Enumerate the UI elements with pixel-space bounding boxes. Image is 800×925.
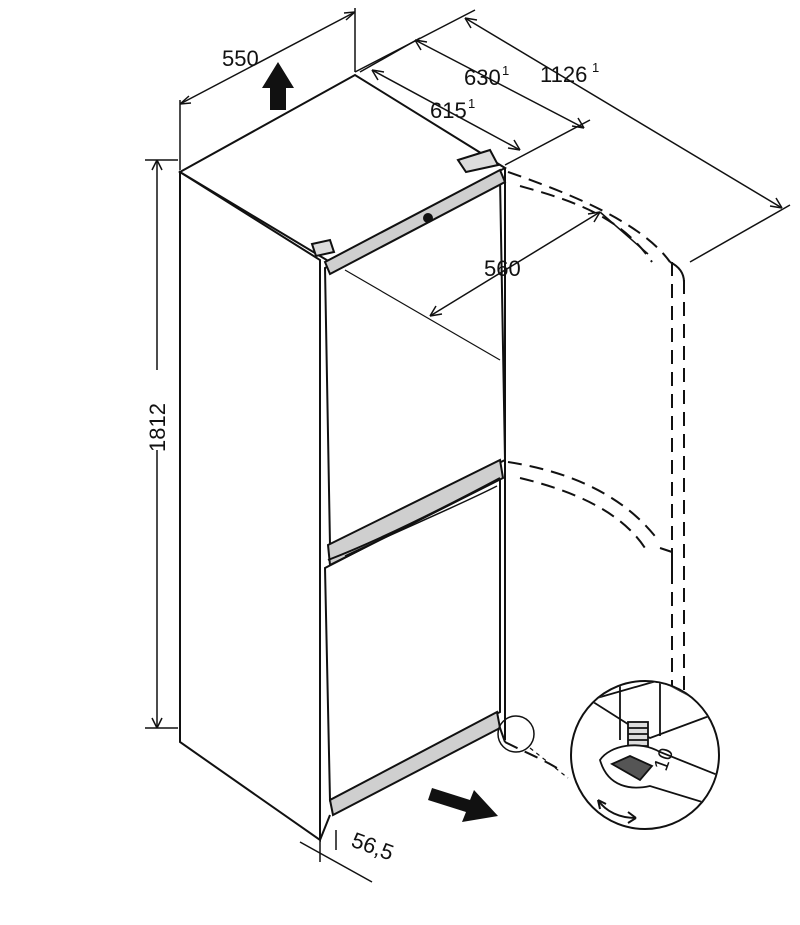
dim-depth-body	[371, 69, 521, 151]
door-width-label: 560	[484, 256, 521, 281]
depth-open-label: 1126	[540, 62, 587, 87]
depth-open-note: 1	[592, 60, 599, 75]
fridge-doors	[310, 148, 507, 841]
dim-height	[145, 159, 178, 729]
depth-body-note: 1	[468, 96, 475, 111]
arrow-up-icon	[262, 62, 294, 110]
door-swing-outline	[504, 171, 685, 771]
arrow-right-icon	[428, 788, 498, 822]
foot-adjust-detail: 10	[570, 680, 720, 830]
height-label: 1812	[145, 403, 170, 452]
rotate-arrows-icon	[597, 799, 637, 824]
detail-leader-line	[529, 747, 569, 779]
dim-depth-handle	[359, 37, 591, 166]
depth-handle-label: 630	[464, 65, 501, 90]
door-swing-solid-edge	[659, 261, 685, 578]
dim-width	[179, 8, 356, 170]
dim-plinth	[299, 830, 373, 883]
foot-detail-marker	[497, 715, 535, 753]
width-label: 550	[222, 46, 259, 71]
depth-body-label: 615	[430, 98, 467, 123]
depth-handle-note: 1	[502, 63, 509, 78]
plinth-label: 56,5	[348, 827, 397, 865]
dim-door-width	[429, 211, 649, 317]
